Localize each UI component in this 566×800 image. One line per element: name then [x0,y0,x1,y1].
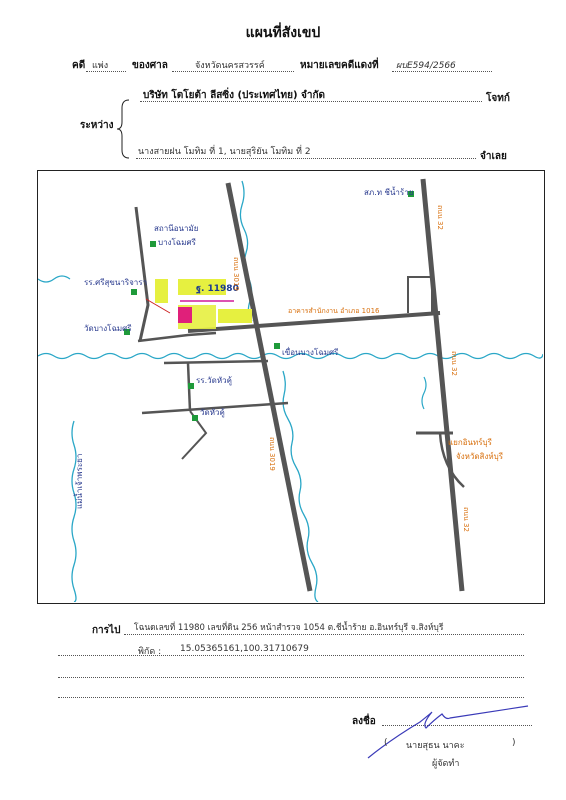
label-temple-1: วัดบางโฉมศรี [84,323,132,333]
road-left-vertical [134,206,150,342]
label-road-3019-b: ถนน 3019 [268,437,276,471]
coords-label: พิกัด : [138,647,162,657]
landmark-school-2 [188,383,194,389]
label-road-32-b: ถนน 32 [450,351,458,376]
parcel-plot [178,307,192,323]
landmark-temple-2 [192,415,198,421]
case-number-line [392,71,492,72]
river-stream [37,275,71,283]
plaintiff-role: โจทก์ [486,93,510,104]
sketch-map: สถานีอนามัย บางโฉมศรี รร.ศรีสุขนาริจารา … [37,170,545,604]
landmark-temple-1 [124,329,130,335]
defendant-line [136,158,476,159]
case-label: คดี [72,60,86,71]
road-left-horizontal [137,331,217,343]
label-road-32-a: ถนน 32 [436,205,444,230]
blank-line-1 [58,677,524,678]
signer-open-paren: ( [384,738,388,748]
court-label: ของศาล [132,60,168,71]
parcel-yellow-block-1 [155,279,168,303]
between-label: ระหว่าง [80,120,114,131]
road-lower-horizontal [163,359,269,365]
landmark-school-1 [131,289,137,295]
label-dam: เขื่อนบางโฉมศรี [282,346,339,357]
brace-icon [116,99,130,159]
landmark-police [408,191,414,197]
blank-line-2 [58,697,524,698]
purpose-value: โฉนดเลขที่ 11980 เลขที่ดิน 256 หน้าสำรวจ… [134,623,444,633]
case-type-value: แพ่ง [92,61,109,71]
sign-label: ลงชื่อ [352,716,376,727]
purpose-label: การไป [92,625,121,636]
label-police: สภ.ท ชีน้ำร้าย [364,186,413,197]
label-parcel: ฐ. 11980 [196,284,239,294]
landmark-health-station [150,241,156,247]
landmark-dam [274,343,280,349]
label-road-32-c: ถนน 32 [462,507,470,532]
label-school-1: รร.ศรีสุขนาริจารา [84,278,147,287]
parcel-yellow-block-2 [218,309,252,323]
signer-name: นายสุธน นาคะ [406,741,465,751]
plaintiff-name: บริษัท โตโยต้า ลีสซิ่ง (ประเทศไทย) จำกัด [143,90,326,101]
case-type-line [86,71,126,72]
road-intersection-curve [438,432,465,488]
road-district-spur [407,276,433,313]
road-lower-branch [141,401,289,415]
river-along-road-bottom [282,370,319,603]
case-number-label: หมายเลขคดีแดงที่ [300,60,379,71]
case-number-value: ผบE594/2566 [396,61,456,71]
signer-role: ผู้จัดทำ [432,759,460,769]
court-line [172,71,294,72]
purpose-line [124,634,524,635]
coords-line [58,655,524,656]
parcel-label-bg [178,279,226,295]
page-title: แผนที่สังเขป [245,25,321,41]
parcel-arrow [145,298,171,314]
label-health-station: สถานีอนามัย [154,224,198,233]
label-river: แม่น้ำเจ้าพระยา [73,454,84,509]
defendant-name: นางสายฝน โมทิม ที่ 1, นายสุริยัน โมทิม ท… [138,147,311,157]
label-district-office: อาคารสำนักงาน อำเภอ 1016 [288,307,380,315]
label-school-2: รร.วัดหัวคู้ [196,376,232,386]
court-value: จังหวัดนครสวรรค์ [195,61,265,71]
road-32 [420,178,465,592]
river-vertical-left [71,420,77,603]
defendant-role: จำเลย [480,151,507,162]
label-intersection: แยกอินทร์บุรี [448,437,493,447]
plaintiff-line [140,101,482,102]
coords-value: 15.05365161,100.31710679 [180,644,309,654]
label-health-station-2: บางโฉมศรี [158,237,197,247]
river-horizontal [37,352,544,360]
river-stream-right [421,376,427,410]
label-intersection-2: จังหวัดสิงห์บุรี [456,451,504,461]
road-3019 [225,182,313,592]
sign-line [382,725,532,726]
label-temple-2: วัดหัวคู้ [200,408,225,418]
label-road-3019: ถนน 3019 [232,257,240,291]
road-district-office [187,311,441,333]
map-canvas: สถานีอนามัย บางโฉมศรี รร.ศรีสุขนาริจารา … [37,178,544,603]
signer-close-paren: ) [512,738,516,748]
signature-icon [367,705,529,759]
